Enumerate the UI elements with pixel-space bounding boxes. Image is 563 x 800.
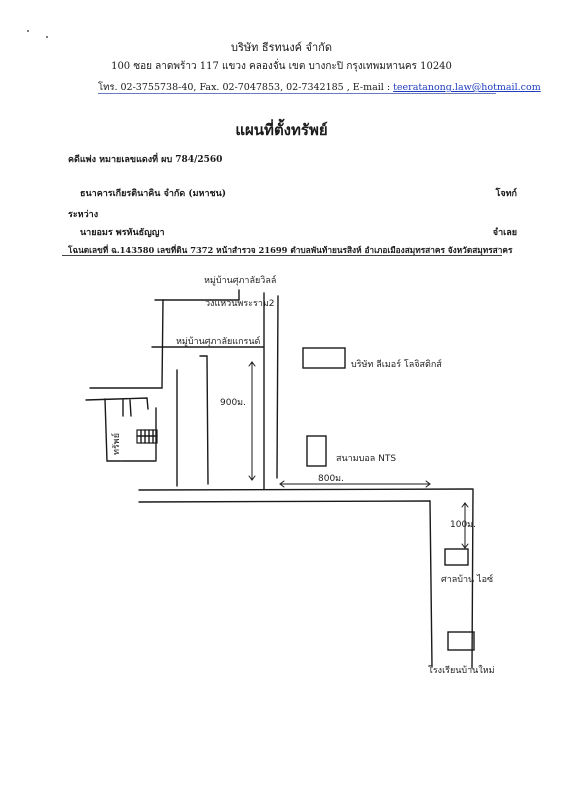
company-contact: โทร. 02-3755738-40, Fax. 02-7047853, 02-… — [98, 80, 541, 95]
contact-phone-fax: โทร. 02-3755738-40, Fax. 02-7047853, 02-… — [98, 82, 394, 93]
header-divider — [98, 93, 496, 94]
map-label-company: บริษัท ลีเมอร์ โลจิสติกส์ — [351, 358, 442, 370]
map-label-village-sub: วงแหวนพระราม2 — [205, 299, 275, 309]
company-address: 100 ซอย ลาดพร้าว 117 แขวง คลองจั่น เขต บ… — [111, 61, 452, 72]
map-label-distance-short: 100ม. — [450, 520, 476, 530]
plaintiff-name: ธนาคารเกียรตินาคิน จำกัด (มหาชน) — [80, 189, 227, 199]
case-number: คดีแพ่ง หมายเลขแดงที่ ผบ 784/2560 — [68, 155, 223, 165]
scan-speck — [27, 30, 29, 32]
distance-arrows — [248, 361, 469, 549]
map-label-distance-horizontal: 800ม. — [318, 474, 344, 484]
defendant-role: จำเลย — [492, 228, 517, 238]
title-deed-details: โฉนดเลขที่ ฉ.143580 เลขที่ดิน 7372 หน้าส… — [68, 245, 513, 255]
plaintiff-role: โจทก์ — [495, 189, 518, 199]
map-label-bus-stop: ศาลบ้าน ไอซ์ — [441, 573, 493, 585]
branch-road-right — [429, 488, 474, 669]
deed-underline — [62, 255, 502, 256]
property-plot — [136, 429, 158, 444]
map-label-property: ทรัพย์ — [110, 433, 122, 455]
map-label-temple: โรงเรียนบ้านใหม่ — [428, 665, 495, 676]
map-label-village-gate: หมู่บ้านศุภาลัยแกรนด์ — [176, 335, 261, 347]
map-label-village-top: หมู่บ้านศุภาลัยวิลล์ — [204, 274, 276, 286]
map-label-distance-vertical: 900ม. — [220, 398, 246, 408]
company-name: บริษัท ธีรทนงค์ จำกัด — [231, 41, 332, 54]
landmark-buildings — [302, 347, 475, 651]
map-label-stadium: สนามบอล NTS — [336, 454, 396, 464]
scan-speck — [46, 36, 48, 38]
contact-email-link[interactable]: teeratanong.law@hotmail.com — [393, 82, 541, 93]
side-roads-left — [85, 289, 265, 487]
defendant-name: นายอมร พรหันธัญญา — [80, 228, 165, 238]
document-title: แผนที่ตั้งทรัพย์ — [235, 121, 328, 139]
main-road-horizontal — [138, 488, 473, 503]
between-label: ระหว่าง — [68, 210, 99, 220]
main-road-vertical — [263, 292, 279, 490]
